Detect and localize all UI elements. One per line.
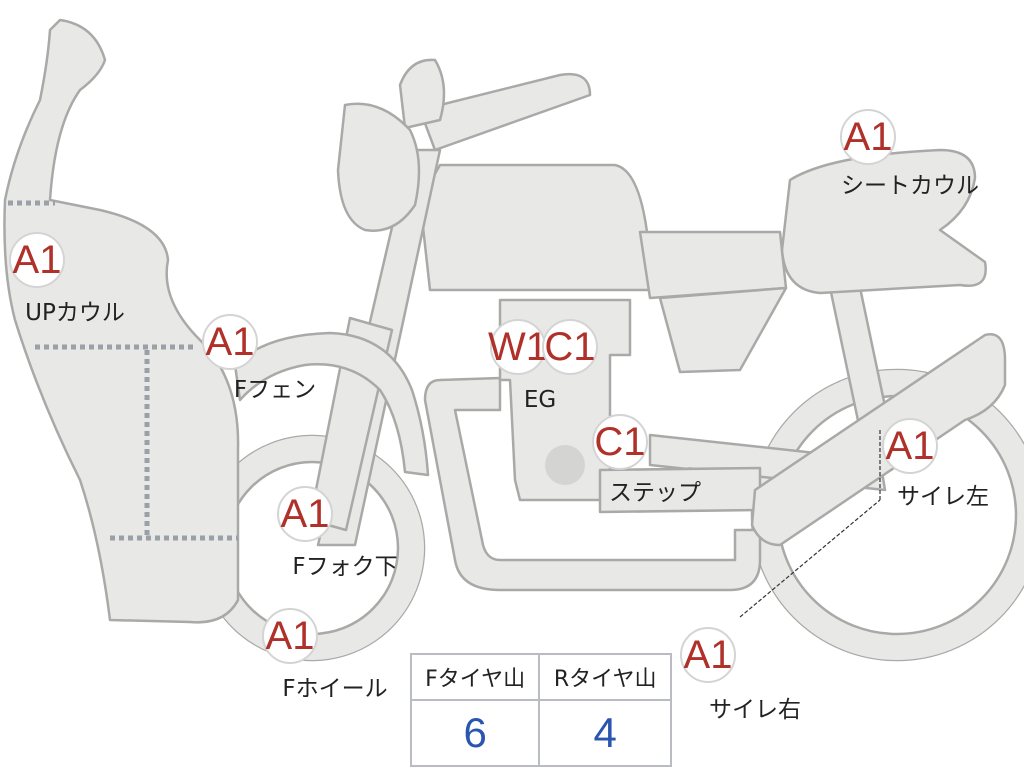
part-label: サイレ左 [897,484,989,510]
side-panel [658,286,788,374]
part-grade-silencer-right: A1 サイレ右 [680,627,801,723]
upper-cowl [3,18,240,624]
grade-badge: C1 [544,325,595,369]
part-label: UPカウル [25,300,125,326]
frame-loop [423,376,762,592]
silencer-right-leader [739,499,881,618]
rear-tread-value: 4 [538,699,672,767]
grade-badge: A1 [266,614,315,658]
part-label: Fホイール [282,676,387,702]
part-grade-engine-c: C1 EG [524,319,598,413]
part-grade-seat-cowl: A1 シートカウル [840,109,979,199]
part-label: シートカウル [841,173,979,199]
part-label: サイレ右 [709,697,801,723]
tire-tread-table: Fタイヤ山 Rタイヤ山 6 4 [409,653,672,767]
part-grade-front-fender: A1 Fフェン [202,314,316,403]
part-grade-upper-cowl: A1 UPカウル [9,232,125,326]
part-grade-silencer-left: A1 サイレ左 [882,418,989,510]
front-fender [233,331,430,477]
part-grade-step: C1 ステップ [592,414,701,506]
part-label: Fフェン [234,377,316,403]
fuel-tank [418,163,652,292]
grade-badge: W1 [488,325,548,369]
front-tread-header: Fタイヤ山 [409,653,541,701]
front-tread-value: 6 [409,699,541,767]
mirror [398,58,446,130]
grade-badge: A1 [13,238,62,282]
part-label: EG [524,387,556,413]
part-grade-front-wheel: A1 Fホイール [262,608,388,702]
handlebar [418,72,592,152]
part-label: Fフォク下 [292,554,397,580]
grade-badge: A1 [684,633,733,677]
grade-badge: A1 [281,492,330,536]
headlight [336,102,421,232]
grade-badge: A1 [886,424,935,468]
part-grade-front-fork-lower: A1 Fフォク下 [277,486,398,580]
grade-badge: A1 [844,115,893,159]
part-grade-engine-w: W1 [488,319,548,375]
grade-badge: C1 [594,420,645,464]
seat-cowl [780,148,987,295]
part-label: ステップ [609,480,701,506]
rear-tread-header: Rタイヤ山 [538,653,672,701]
cowl-panel-lines [8,200,238,541]
silencer [750,333,1007,547]
grade-badge: A1 [206,320,255,364]
seat [638,230,788,300]
